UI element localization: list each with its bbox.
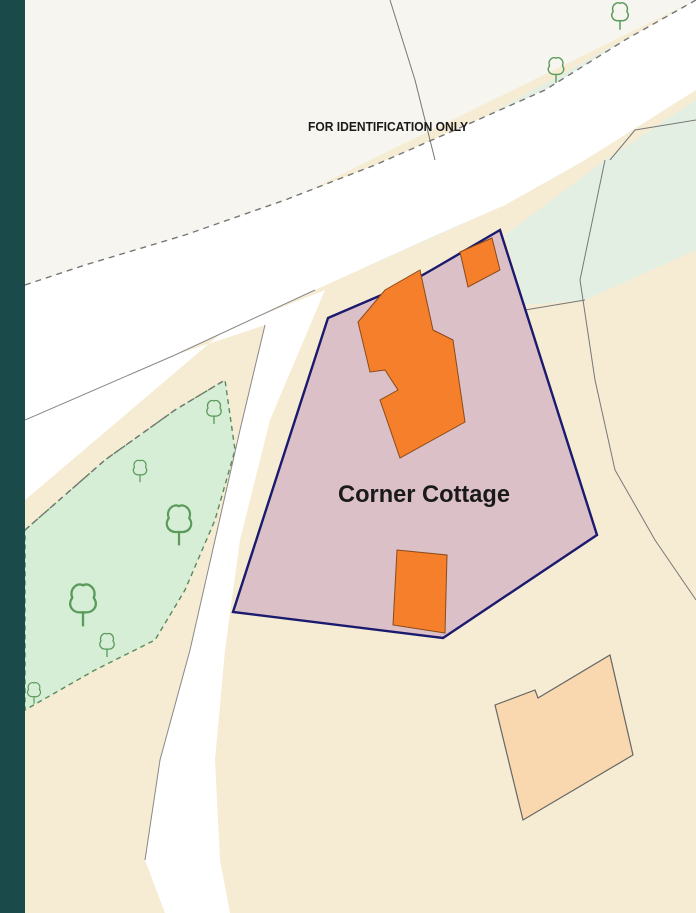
site-map[interactable]: FOR IDENTIFICATION ONLY Corner Cottage bbox=[25, 0, 696, 913]
building-outbuilding-south[interactable] bbox=[392, 549, 448, 634]
verge-east bbox=[505, 100, 696, 305]
road-east-west bbox=[25, 0, 696, 420]
building-outbuilding-north[interactable] bbox=[459, 237, 501, 288]
road-edge-south bbox=[25, 289, 316, 421]
building-neighbour[interactable] bbox=[494, 654, 634, 821]
boundary-plot-east bbox=[524, 299, 586, 311]
woodland-area bbox=[25, 378, 236, 711]
road-south bbox=[25, 290, 325, 913]
map-canvas: FOR IDENTIFICATION ONLY Corner Cottage bbox=[25, 0, 696, 913]
property-name-label: Corner Cottage bbox=[338, 481, 510, 508]
building-main[interactable] bbox=[357, 269, 466, 459]
boundary-east bbox=[579, 159, 696, 601]
road-edge-west bbox=[144, 324, 266, 861]
boundary-north bbox=[389, 0, 436, 161]
road-edge-woodland bbox=[25, 379, 226, 531]
road-edge-north bbox=[25, 0, 696, 286]
identification-notice: FOR IDENTIFICATION ONLY bbox=[308, 119, 468, 134]
boundary-northeast bbox=[609, 119, 696, 161]
